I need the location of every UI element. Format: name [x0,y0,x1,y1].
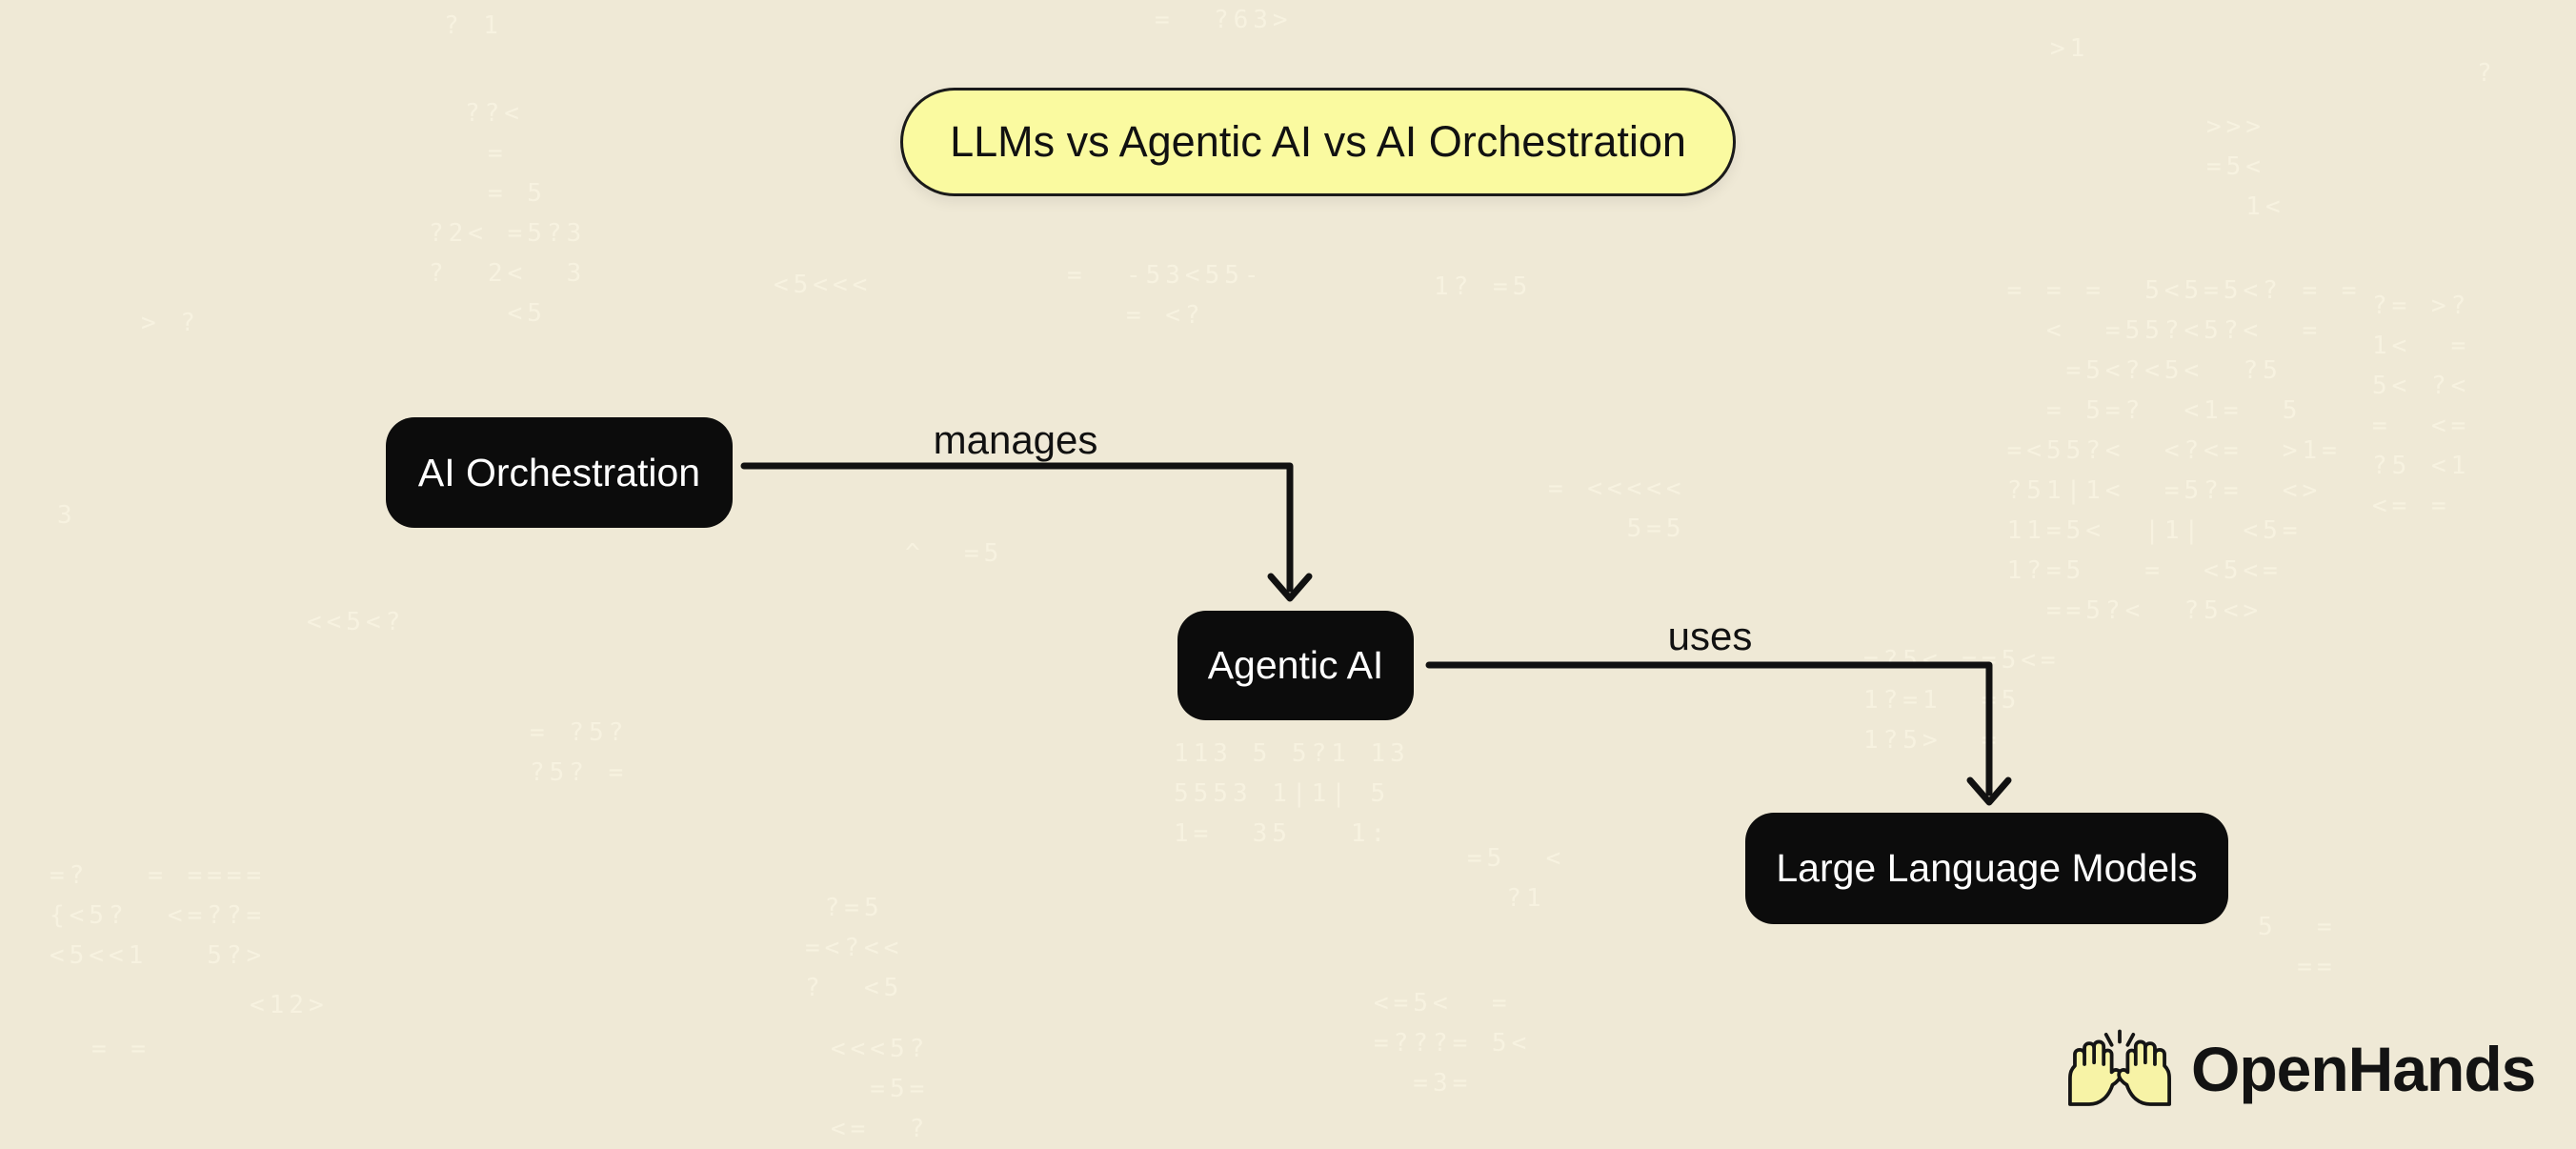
openhands-logo: OpenHands [2063,1029,2536,1109]
diagram-title-pill: LLMs vs Agentic AI vs AI Orchestration [900,88,1736,196]
arrow-manages [740,462,1313,602]
node-agentic-ai: Agentic AI [1177,611,1414,720]
edge-label-uses: uses [1667,614,1753,658]
diagram-title: LLMs vs Agentic AI vs AI Orchestration [950,117,1686,166]
node-label: Agentic AI [1207,643,1384,687]
node-ai-orchestration: AI Orchestration [386,417,733,528]
raising-hands-icon [2068,1029,2171,1106]
arrow-uses [1425,661,2012,806]
node-label: Large Language Models [1776,846,2198,890]
node-large-language-models: Large Language Models [1745,813,2228,924]
edge-label-manages: manages [933,417,1098,462]
brand-name: OpenHands [2191,1034,2536,1104]
node-label: AI Orchestration [417,450,701,494]
